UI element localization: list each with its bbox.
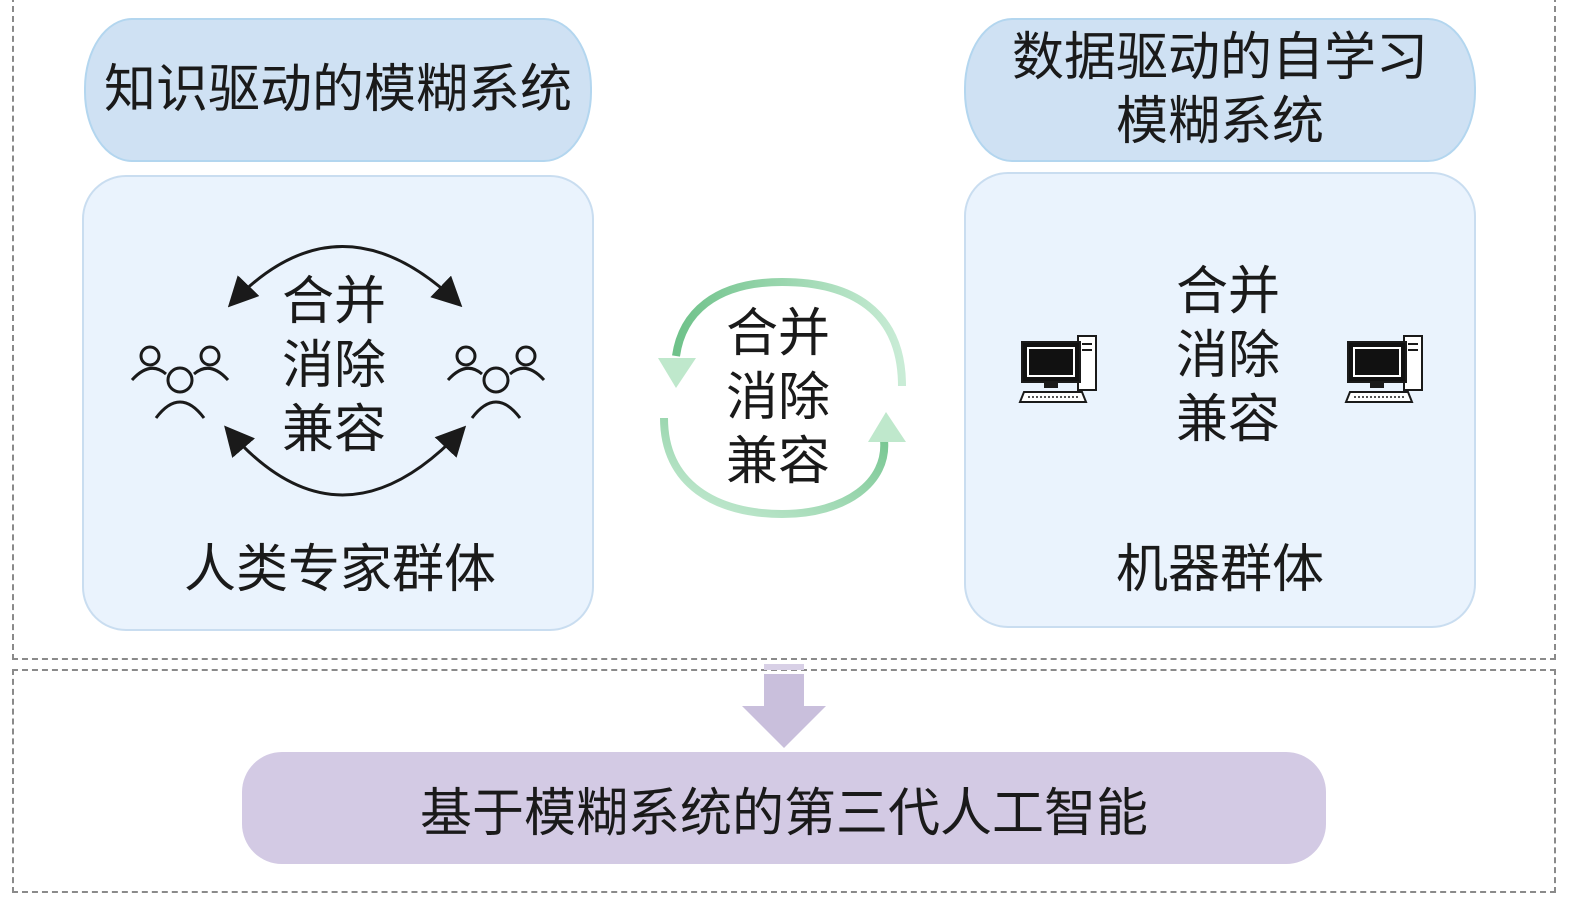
human-expert-panel [82,175,594,631]
center-cycle-compatible: 兼容 [725,432,830,492]
right-cycle-text: 合并 消除 兼容 [1168,260,1288,452]
down-arrow-icon [742,664,826,748]
data-driven-title-line1: 数据驱动的自学习 [1011,28,1428,88]
center-cycle-eliminate: 消除 [725,368,830,428]
left-cycle-merge: 合并 [281,272,386,332]
computer-icon [1018,335,1097,403]
human-expert-group-label: 人类专家群体 [183,540,496,600]
right-cycle-eliminate: 消除 [1175,326,1280,386]
knowledge-driven-title-text: 知识驱动的模糊系统 [103,60,572,120]
left-cycle-compatible: 兼容 [281,400,386,460]
knowledge-driven-title: 知识驱动的模糊系统 [84,18,592,162]
machine-group-label: 机器群体 [1115,540,1324,600]
right-cycle-compatible: 兼容 [1175,390,1280,450]
computer-icon [1344,335,1423,403]
center-cycle-text: 合并 消除 兼容 [718,302,838,494]
right-cycle-merge: 合并 [1175,262,1280,322]
data-driven-title-line2: 模糊系统 [1115,92,1324,152]
third-generation-ai-label: 基于模糊系统的第三代人工智能 [419,783,1148,844]
cycle-arrows-icon [658,277,906,519]
people-group-icon [446,345,546,419]
center-cycle-merge: 合并 [725,304,830,364]
third-generation-ai-box: 基于模糊系统的第三代人工智能 [242,752,1326,864]
left-cycle-eliminate: 消除 [281,336,386,396]
left-cycle-text: 合并 消除 兼容 [274,270,394,462]
people-group-icon [130,345,230,419]
data-driven-title: 数据驱动的自学习 模糊系统 [964,18,1476,162]
top-section-frame [12,0,1556,660]
